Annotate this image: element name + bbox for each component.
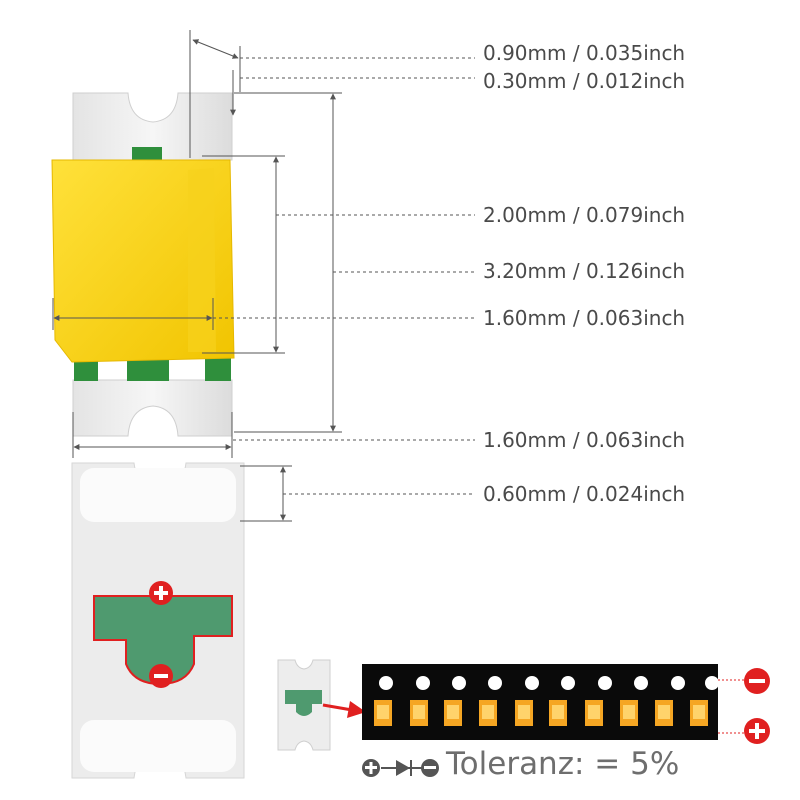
tape-minus-icon — [744, 668, 770, 694]
tape-hole — [379, 676, 393, 690]
tape-hole — [561, 676, 575, 690]
tape-led — [374, 700, 392, 726]
led-tape-strip — [362, 664, 719, 740]
dimension-label-090mm: 0.90mm / 0.035inch — [483, 41, 686, 65]
tape-hole — [416, 676, 430, 690]
dimension-label-060mm: 0.60mm / 0.024inch — [483, 482, 686, 506]
tape-led — [549, 700, 567, 726]
tape-led — [690, 700, 708, 726]
tape-led — [410, 700, 428, 726]
tape-hole — [598, 676, 612, 690]
tape-hole — [671, 676, 685, 690]
led-bottom-cap-bottom — [80, 720, 236, 772]
diode-symbol-icon — [362, 759, 439, 777]
tape-led — [515, 700, 533, 726]
tape-led — [585, 700, 603, 726]
led-top-pad-right — [205, 357, 231, 381]
arrow-icon — [322, 701, 366, 718]
dimension-label-160mm-body: 1.60mm / 0.063inch — [483, 428, 686, 452]
led-top-body-lower — [72, 379, 233, 437]
tape-led — [444, 700, 462, 726]
tape-sprocket-holes — [379, 676, 719, 690]
led-bottom-view — [71, 462, 245, 779]
tape-led — [620, 700, 638, 726]
led-top-pad-upper — [132, 147, 162, 163]
dimension-lines — [52, 30, 475, 522]
tape-hole — [525, 676, 539, 690]
plus-icon — [149, 581, 173, 605]
dimension-label-160mm-lens: 1.60mm / 0.063inch — [483, 306, 686, 330]
tape-hole — [705, 676, 719, 690]
led-bottom-cap-top — [80, 468, 236, 522]
minus-icon — [149, 664, 173, 688]
tape-hole — [488, 676, 502, 690]
dimension-label-030mm: 0.30mm / 0.012inch — [483, 69, 686, 93]
tape-leds — [374, 700, 708, 726]
dimension-label-320mm: 3.20mm / 0.126inch — [483, 259, 686, 283]
led-yellow-lens-edge — [188, 168, 216, 352]
led-thumbnail — [277, 659, 331, 751]
tape-hole — [452, 676, 466, 690]
led-top-pad-mid — [127, 357, 169, 381]
tolerance-text: Toleranz: = 5% — [446, 746, 680, 782]
tape-plus-icon — [744, 718, 770, 744]
led-top-body-upper — [72, 92, 233, 161]
tape-hole — [634, 676, 648, 690]
tape-led — [479, 700, 497, 726]
led-top-view — [51, 92, 235, 437]
tape-led — [655, 700, 673, 726]
dimension-label-200mm: 2.00mm / 0.079inch — [483, 203, 686, 227]
